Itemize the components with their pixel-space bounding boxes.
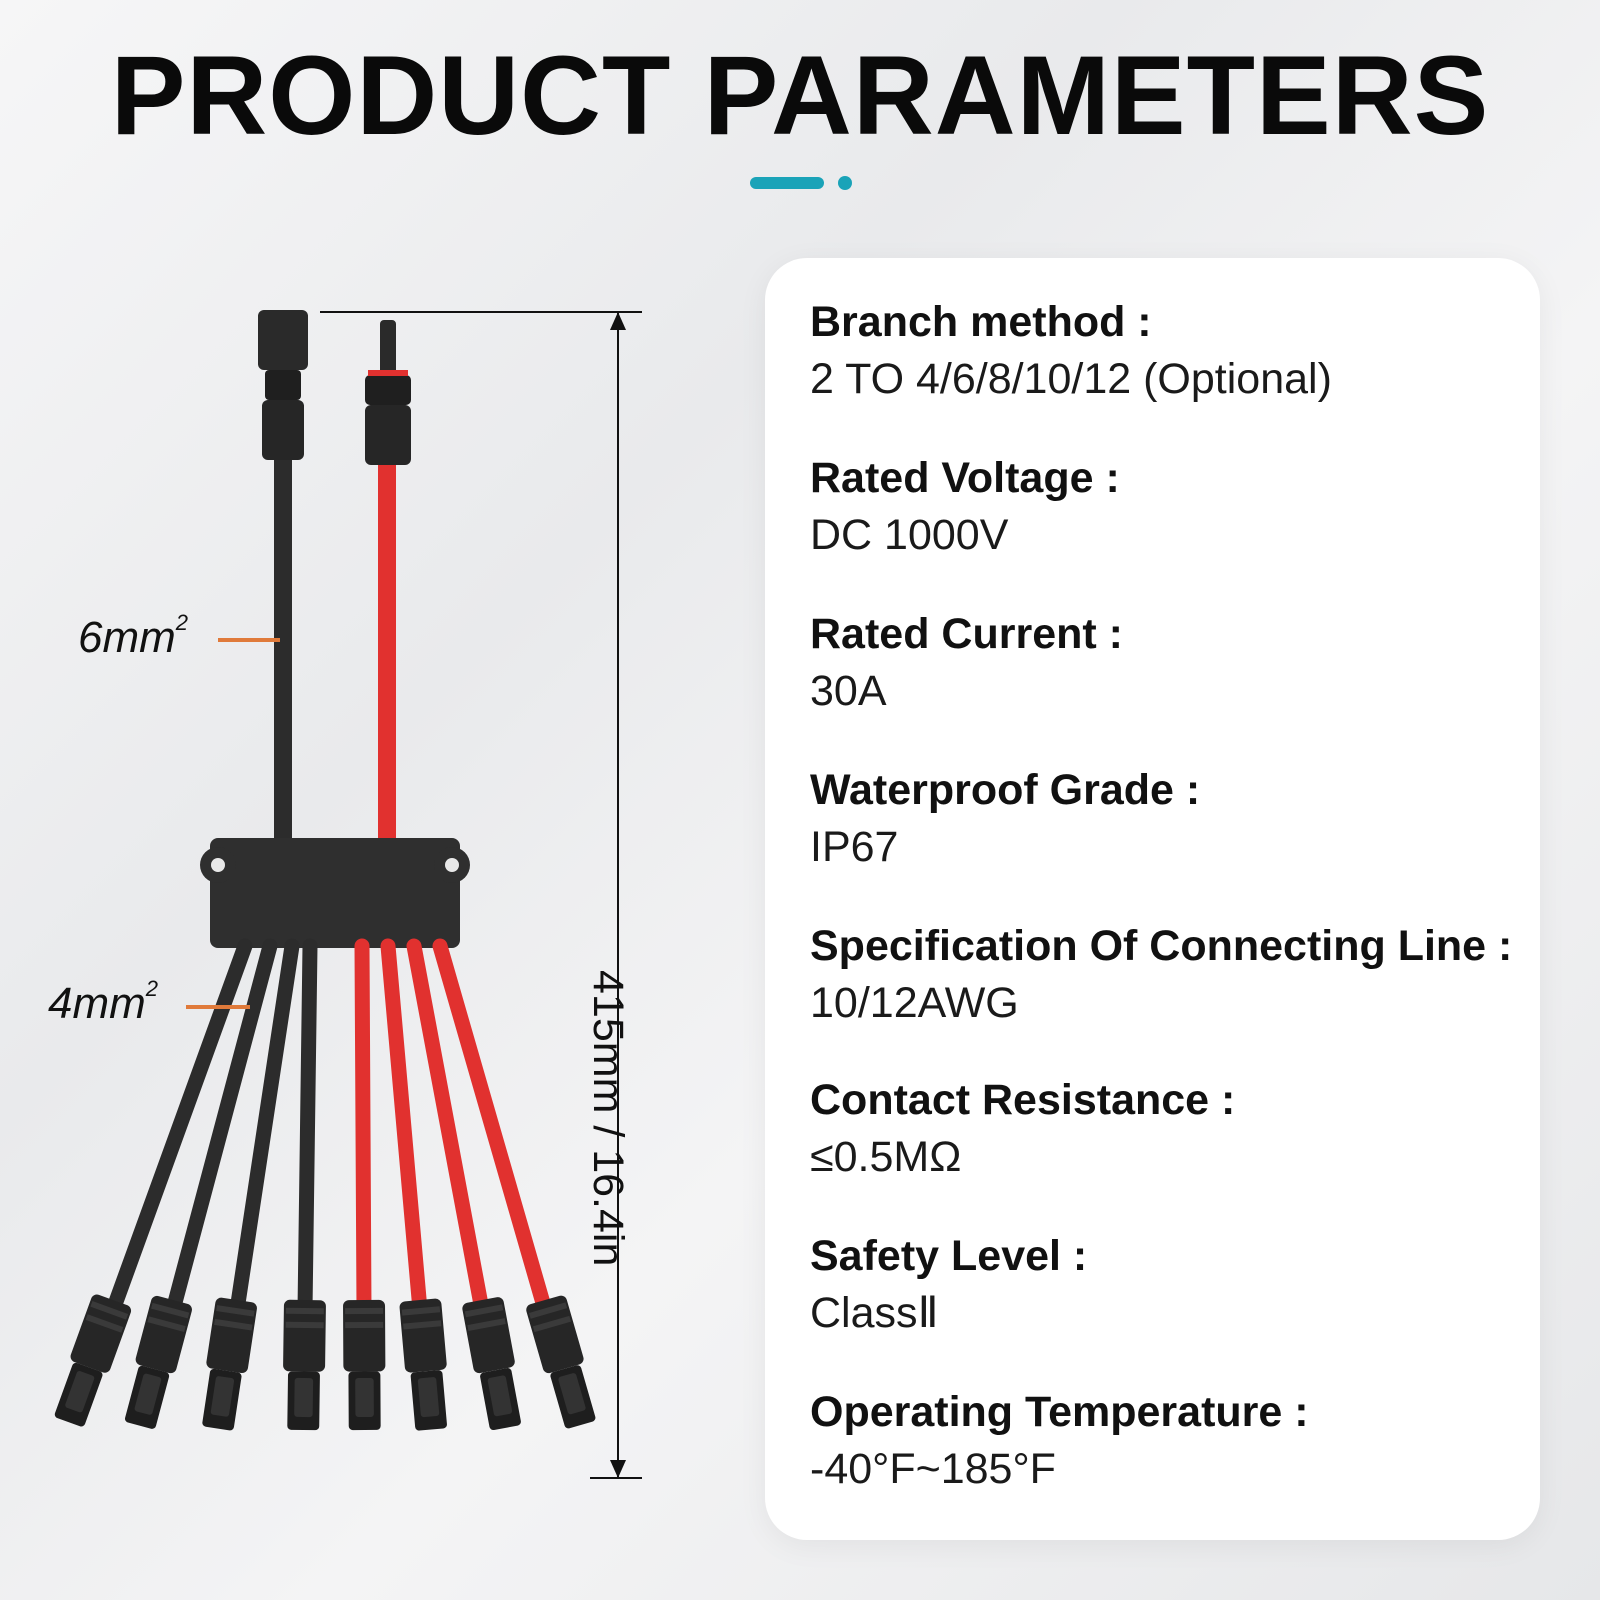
spec-item-rated-current: Rated Current : 30A [810,610,1530,717]
branch-cable-6 [380,938,428,1318]
branch-cable-7 [406,938,490,1318]
branch-connector-4 [283,1299,326,1431]
spec-label: Specification Of Connecting Line : [810,922,1513,970]
top-connector-red-pin [380,320,396,375]
spec-value: 2 TO 4/6/8/10/12 (Optional) [810,355,1332,404]
spec-label: Branch method : [810,298,1152,346]
spec-value: DC 1000V [810,511,1009,560]
spec-label: Safety Level : [810,1232,1088,1280]
spec-item-rated-voltage: Rated Voltage : DC 1000V [810,454,1530,561]
top-connector-black-nut [262,400,304,460]
spec-item-contact-resistance: Contact Resistance : ≤0.5MΩ [810,1076,1530,1183]
length-dimension-label: 415mm / 16.4in [584,970,632,1267]
branch-connector-8 [526,1295,596,1429]
branch-connector-6 [399,1298,447,1431]
mounting-hole-left [211,858,225,872]
branch-connector-2 [124,1295,192,1429]
cable-size-6mm-label: 6mm2 [78,610,189,662]
branch-cable-3 [229,938,300,1318]
spec-value: 10/12AWG [810,979,1019,1028]
spec-value: ≤0.5MΩ [810,1133,962,1182]
top-connector-black-cap [258,310,308,370]
spec-item-waterproof-grade: Waterproof Grade : IP67 [810,766,1530,873]
branch-cable-8 [432,938,553,1318]
spec-item-connecting-line: Specification Of Connecting Line : 10/12… [810,922,1530,1029]
spec-value: 30A [810,667,887,716]
spec-item-branch-method: Branch method : 2 TO 4/6/8/10/12 (Option… [810,298,1530,405]
branch-connector-5 [343,1299,386,1431]
dimension-arrow-top [610,312,626,330]
branch-cable-4 [297,938,318,1318]
mounting-hole-right [445,858,459,872]
branch-connector-7 [462,1297,521,1431]
dimension-arrow-bottom [610,1460,626,1478]
spec-item-operating-temperature: Operating Temperature : -40°F~185°F [810,1388,1530,1495]
branch-cable-2 [165,938,278,1318]
top-connector-red-body [365,375,411,405]
spec-item-safety-level: Safety Level : ClassⅡ [810,1232,1530,1339]
spec-card: Branch method : 2 TO 4/6/8/10/12 (Option… [765,258,1540,1540]
title-accent-dash [750,177,824,189]
spec-label: Operating Temperature : [810,1388,1309,1436]
top-connector-red-nut [365,405,411,465]
product-illustration: 6mm2 4mm2 415mm / 16.4in [0,290,740,1520]
title-accent-dot [838,176,852,190]
spec-value: -40°F~185°F [810,1445,1056,1494]
spec-label: Waterproof Grade : [810,766,1201,814]
top-connector-red-ring [368,370,408,376]
spec-value: ClassⅡ [810,1289,939,1338]
branch-connector-1 [54,1294,132,1427]
spec-label: Rated Voltage : [810,454,1120,502]
cable-size-4mm-label: 4mm2 [48,976,159,1028]
page-title: PRODUCT PARAMETERS [110,33,1490,158]
junction-box [210,838,460,948]
branch-cable-drawing [54,310,642,1479]
spec-value: IP67 [810,823,899,872]
spec-label: Rated Current : [810,610,1123,658]
spec-label: Contact Resistance : [810,1076,1236,1124]
top-connector-black-body [265,370,301,400]
branch-cable-5 [354,938,372,1318]
branch-connector-3 [202,1297,257,1431]
